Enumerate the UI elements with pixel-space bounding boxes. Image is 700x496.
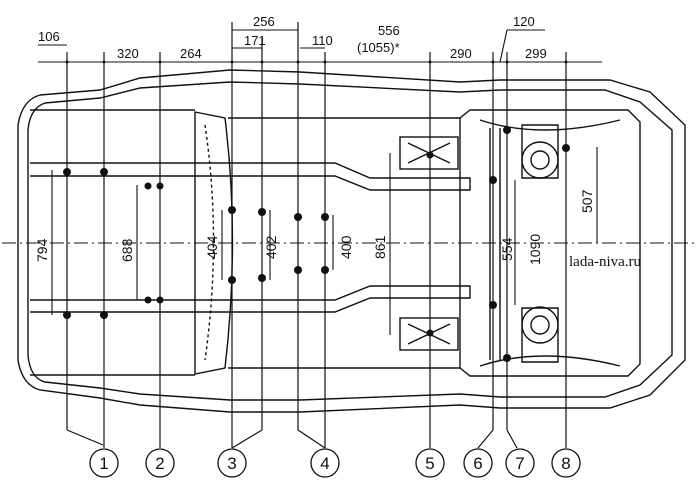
body-outline [17, 69, 686, 413]
dim-688: 688 [119, 238, 135, 262]
callout-2 [145, 448, 175, 478]
callout-label-6: 6 [473, 454, 482, 473]
dim-110: 110 [312, 33, 333, 48]
dim-402: 402 [263, 235, 279, 259]
dim-507: 507 [579, 189, 595, 213]
callout-label-5: 5 [425, 454, 434, 473]
callout-label-2: 2 [155, 454, 164, 473]
callout-label-7: 7 [515, 454, 524, 473]
right-rear-cup [521, 306, 559, 344]
callout-6 [463, 448, 493, 478]
callout-3 [217, 448, 247, 478]
front-panel [30, 109, 195, 376]
dim-299: 299 [525, 46, 547, 61]
dim-264: 264 [180, 46, 202, 61]
dim-794: 794 [34, 238, 50, 262]
body-inner-outline [27, 81, 673, 401]
dim-404: 404 [204, 235, 220, 259]
dim-256: 256 [253, 14, 275, 29]
left-mount-plate [399, 136, 459, 170]
callout-label-4: 4 [320, 454, 329, 473]
dim-861: 861 [372, 235, 388, 259]
dim-400: 400 [338, 235, 354, 259]
right-mount-plate [399, 317, 459, 351]
dim-171: 171 [244, 33, 266, 48]
right-side-member [30, 285, 471, 313]
point-1-left [63, 168, 71, 176]
callout-5 [415, 448, 445, 478]
callout-1 [89, 448, 119, 478]
callout-label-3: 3 [227, 454, 236, 473]
dim-320: 320 [117, 46, 139, 61]
dim-106: 106 [38, 29, 60, 44]
callout-8 [551, 448, 581, 478]
dim-290: 290 [450, 46, 472, 61]
dim-556: 556 [378, 23, 400, 38]
callout-4 [310, 448, 340, 478]
callout-label-1: 1 [99, 454, 108, 473]
left-rear-cup [521, 141, 559, 179]
callout-label-8: 8 [561, 454, 570, 473]
dim-1090: 1090 [527, 234, 543, 265]
dim-120: 120 [513, 14, 535, 29]
left-side-member [30, 162, 471, 191]
dim-554: 554 [499, 237, 515, 261]
callout-7 [505, 448, 535, 478]
dim-1055: (1055)* [357, 40, 400, 55]
watermark: lada-niva.ru [569, 254, 642, 270]
